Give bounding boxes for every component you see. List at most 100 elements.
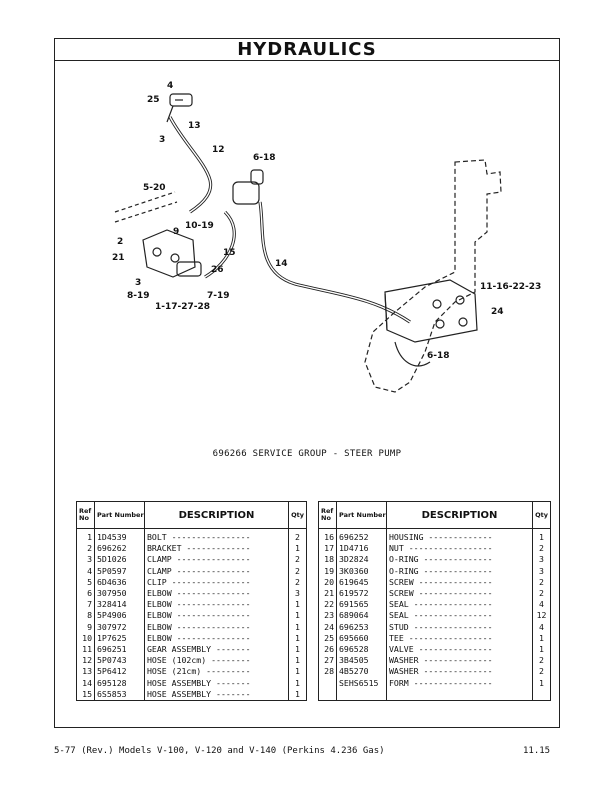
ref-cell: 24 bbox=[318, 621, 337, 633]
qty-cell: 1 bbox=[532, 644, 551, 656]
steer-pump-illustration: 4 25 13 3 12 6-18 5-20 9 10-19 2 15 21 1… bbox=[112, 81, 541, 393]
qty-cell: 2 bbox=[532, 655, 551, 667]
callout-1-17-27-28: 1-17-27-28 bbox=[155, 302, 210, 312]
qty-cell: 1 bbox=[288, 677, 307, 689]
callout-21: 21 bbox=[112, 253, 125, 263]
description-cell: VALVE --------------- bbox=[386, 644, 533, 656]
parts-diagram: 4 25 13 3 12 6-18 5-20 9 10-19 2 15 21 1… bbox=[55, 62, 559, 492]
ref-cell: 4 bbox=[76, 565, 95, 577]
qty-cell: 12 bbox=[532, 610, 551, 622]
ref-cell bbox=[318, 688, 337, 702]
description-cell: BOLT ---------------- bbox=[144, 528, 289, 544]
callout-6-18-top: 6-18 bbox=[253, 153, 276, 163]
page-title: HYDRAULICS bbox=[54, 38, 560, 61]
ref-cell: 21 bbox=[318, 588, 337, 600]
part-number-cell: 1D4539 bbox=[94, 528, 145, 544]
qty-cell: 2 bbox=[532, 666, 551, 678]
qty-cell: 2 bbox=[288, 528, 307, 544]
callout-10-19: 10-19 bbox=[185, 221, 214, 231]
description-cell: O-RING -------------- bbox=[386, 554, 533, 566]
ref-cell: 18 bbox=[318, 554, 337, 566]
part-number-cell: SEHS6515 bbox=[336, 677, 387, 689]
ref-cell: 11 bbox=[76, 644, 95, 656]
ref-cell: 12 bbox=[76, 655, 95, 667]
description-cell bbox=[386, 688, 533, 702]
header-qty: Qty bbox=[532, 501, 551, 529]
table-row bbox=[318, 688, 551, 702]
header-description: DESCRIPTION bbox=[144, 501, 289, 529]
qty-cell: 1 bbox=[532, 528, 551, 544]
ref-cell: 6 bbox=[76, 588, 95, 600]
qty-cell: 3 bbox=[532, 565, 551, 577]
part-number-cell: 695660 bbox=[336, 632, 387, 645]
callout-14: 14 bbox=[275, 259, 288, 269]
callout-11-16-22-23: 11-16-22-23 bbox=[480, 282, 541, 292]
part-number-cell: 6S5853 bbox=[94, 688, 145, 702]
ref-cell: 15 bbox=[76, 688, 95, 702]
ref-cell: 3 bbox=[76, 554, 95, 566]
part-number-cell: 5D1026 bbox=[94, 554, 145, 566]
callout-13: 13 bbox=[188, 121, 201, 131]
part-number-cell: 5P4906 bbox=[94, 610, 145, 622]
part-number-cell: 696528 bbox=[336, 644, 387, 656]
qty-cell: 1 bbox=[532, 677, 551, 689]
ref-cell: 2 bbox=[76, 543, 95, 555]
ref-cell: 25 bbox=[318, 632, 337, 645]
description-cell: ELBOW --------------- bbox=[144, 588, 289, 600]
part-number-cell: 689064 bbox=[336, 610, 387, 622]
description-cell: WASHER -------------- bbox=[386, 666, 533, 678]
description-cell: ELBOW --------------- bbox=[144, 632, 289, 645]
qty-cell: 2 bbox=[288, 554, 307, 566]
qty-cell: 1 bbox=[288, 655, 307, 667]
part-number-cell: 695128 bbox=[94, 677, 145, 689]
qty-cell: 2 bbox=[532, 576, 551, 589]
part-number-cell: 619645 bbox=[336, 576, 387, 589]
qty-cell: 1 bbox=[288, 666, 307, 678]
qty-cell: 2 bbox=[532, 543, 551, 555]
qty-cell: 1 bbox=[288, 543, 307, 555]
description-cell: GEAR ASSEMBLY ------- bbox=[144, 644, 289, 656]
ref-cell: 19 bbox=[318, 565, 337, 577]
callout-3-lower: 3 bbox=[135, 278, 141, 288]
description-cell: HOSE (102cm) -------- bbox=[144, 655, 289, 667]
ref-cell: 23 bbox=[318, 610, 337, 622]
part-number-cell: 3B4505 bbox=[336, 655, 387, 667]
description-cell: HOSE ASSEMBLY ------- bbox=[144, 688, 289, 702]
ref-cell: 13 bbox=[76, 666, 95, 678]
part-number-cell: 307950 bbox=[94, 588, 145, 600]
callout-2: 2 bbox=[117, 237, 123, 247]
ref-cell: 27 bbox=[318, 655, 337, 667]
qty-cell: 1 bbox=[288, 688, 307, 702]
qty-cell: 2 bbox=[288, 565, 307, 577]
part-number-cell: 696251 bbox=[94, 644, 145, 656]
callout-9: 9 bbox=[173, 227, 179, 237]
description-cell: ELBOW --------------- bbox=[144, 610, 289, 622]
callout-25: 25 bbox=[147, 95, 160, 105]
ref-cell: 17 bbox=[318, 543, 337, 555]
callout-15: 15 bbox=[223, 248, 236, 258]
description-cell: FORM ---------------- bbox=[386, 677, 533, 689]
part-number-cell: 6D4636 bbox=[94, 576, 145, 589]
callout-4: 4 bbox=[167, 81, 173, 91]
part-number-cell: 691565 bbox=[336, 599, 387, 611]
description-cell: HOSE (21cm) --------- bbox=[144, 666, 289, 678]
description-cell: CLIP ---------------- bbox=[144, 576, 289, 589]
description-cell: BRACKET ------------- bbox=[144, 543, 289, 555]
callout-26: 26 bbox=[211, 265, 224, 275]
description-cell: SEAL ---------------- bbox=[386, 599, 533, 611]
callout-5-20: 5-20 bbox=[143, 183, 166, 193]
